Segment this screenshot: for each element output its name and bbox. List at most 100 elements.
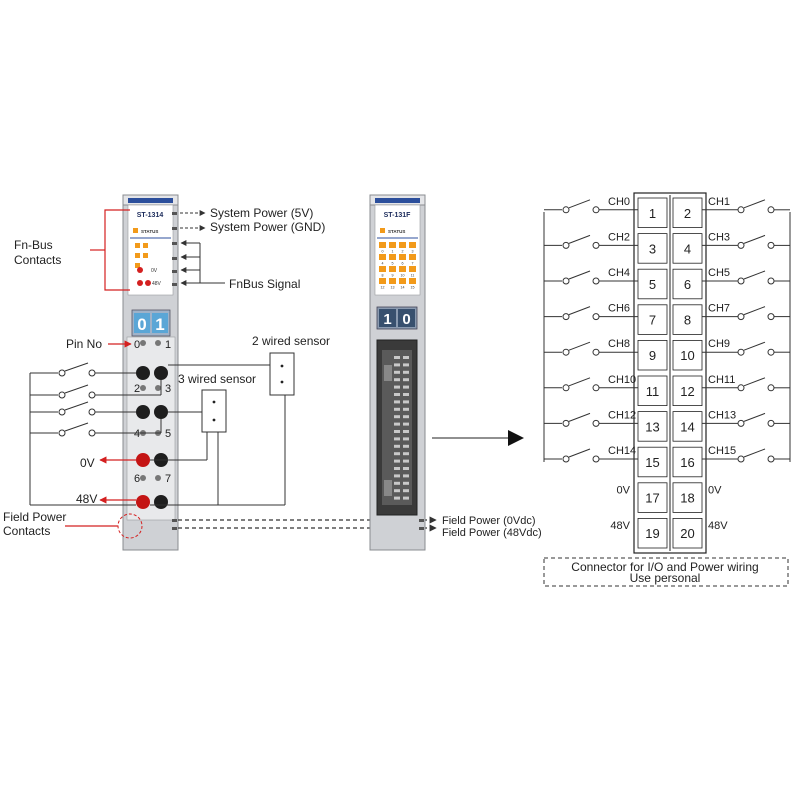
two-wired-sensor-wires [168, 364, 286, 506]
module1-digit-0: 0 [137, 315, 146, 334]
connector-pin-number: 5 [649, 277, 656, 292]
module2-led-label: 2 [402, 250, 404, 254]
field-power-contacts-line1: Field Power [3, 510, 66, 524]
switch-lever [743, 306, 766, 316]
switch-contact [562, 348, 570, 356]
connector-pin-cell [672, 518, 703, 549]
module2-led-label: 4 [382, 262, 384, 266]
system-power-5v-label: System Power (5V) [210, 206, 313, 220]
module2-led-label: 9 [392, 274, 394, 278]
switch-lever [568, 199, 591, 209]
channel-label: CH15 [708, 445, 736, 457]
fn-bus-contacts-label-line2: Contacts [14, 253, 61, 267]
switch-contact [592, 313, 600, 321]
system-power-arrows [180, 210, 206, 231]
pin-number-4: 4 [134, 428, 140, 440]
fn-bus-bracket [90, 209, 130, 291]
module2-led [389, 242, 396, 248]
module2-led-label: 6 [402, 262, 404, 266]
switch-contact [737, 206, 745, 214]
module2-led [379, 254, 386, 260]
connector-pin-number: 16 [680, 455, 694, 470]
switch-contact [767, 455, 775, 463]
switch-contact [767, 419, 775, 427]
connector-pin-number: 1 [649, 206, 656, 221]
module2-led [399, 278, 406, 284]
terminal-3 [154, 405, 168, 419]
connector-caption-line1: Connector for I/O and Power wiring [571, 560, 758, 574]
zero-v-label: 0V [80, 456, 95, 470]
channel-label: CH2 [608, 231, 630, 243]
switch-contact [737, 384, 745, 392]
channel-label: CH12 [608, 409, 636, 421]
connector-caption-box [543, 557, 789, 587]
module2-led-label: 3 [412, 250, 414, 254]
connector-pin-number: 12 [680, 384, 694, 399]
connector-pin-cell [637, 375, 668, 407]
connector-pin-number: 8 [684, 313, 691, 328]
module1-bus-contacts [172, 212, 177, 530]
connector-pin-cell [672, 268, 703, 300]
connector-pin-number: 7 [649, 313, 656, 328]
fnbus-signal-label: FnBus Signal [229, 277, 300, 291]
switch-contact [592, 455, 600, 463]
pin-number-2: 2 [134, 383, 140, 395]
channel-label: CH0 [608, 196, 630, 208]
module1-48v-led [137, 280, 143, 286]
connector-pin-cell [672, 233, 703, 264]
terminal-1 [154, 366, 168, 380]
switch-contact [767, 206, 775, 214]
connector-pin-cell [672, 482, 703, 513]
power-label: 48V [708, 520, 728, 532]
module1-stripe [128, 198, 173, 203]
switch-contact [592, 384, 600, 392]
connector-pin-cell [672, 197, 703, 229]
pin-number-1: 1 [165, 339, 171, 351]
module2-led [389, 254, 396, 260]
switch-contact [737, 313, 745, 321]
module2-led-label: 12 [381, 286, 385, 290]
module2-led-label: 11 [411, 274, 415, 278]
switch-contact [562, 277, 570, 285]
connector-pin-number: 2 [684, 206, 691, 221]
module2-led [409, 254, 416, 260]
switch-lever [743, 448, 766, 458]
module2-led [409, 242, 416, 248]
terminal-4 [136, 453, 150, 467]
module2-led [409, 278, 416, 284]
fnbus-signal-arrows [180, 240, 225, 286]
module2-led [399, 254, 406, 260]
switch-lever [568, 306, 591, 316]
terminal-7 [154, 495, 168, 509]
channel-label: CH9 [708, 338, 730, 350]
module2-led-label: 5 [392, 262, 394, 266]
connector-pin-number: 20 [680, 526, 694, 541]
switch-lever [568, 234, 591, 244]
module1-led-48v-label: 48V [152, 281, 162, 287]
switch-contact [592, 348, 600, 356]
connector-pin-cell [637, 518, 668, 549]
switch-contact [562, 206, 570, 214]
module1-terminals [136, 340, 168, 509]
module1-terminal-block [126, 336, 176, 521]
switch-lever [743, 270, 766, 280]
switch-lever [743, 377, 766, 387]
module2-digit-1: 1 [383, 311, 391, 328]
field-power-dashed-lines [178, 516, 437, 532]
switch-lever [743, 341, 766, 351]
module2-led-label: 13 [391, 286, 395, 290]
switch-contact [562, 313, 570, 321]
module1-0v-led [137, 267, 143, 273]
module2-led-label: 10 [401, 274, 405, 278]
arrow-head [508, 430, 524, 446]
switch-lever [568, 412, 591, 422]
switch-contact [767, 241, 775, 249]
switch-lever [568, 270, 591, 280]
module2-led-label: 1 [392, 250, 394, 254]
switch-contact [592, 419, 600, 427]
switch-contact [767, 313, 775, 321]
switch-contact [767, 348, 775, 356]
